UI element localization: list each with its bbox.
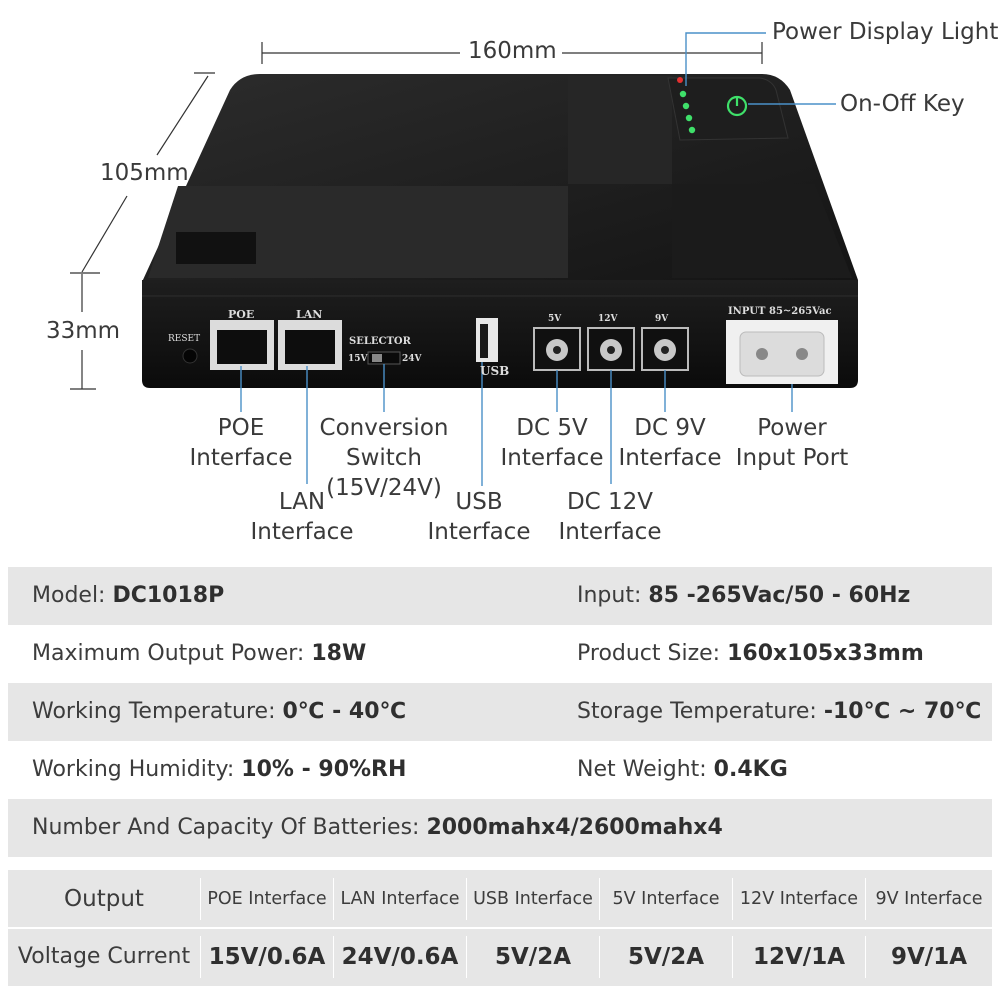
device-label-poe: POE [228, 308, 255, 321]
device-label-lan: LAN [296, 308, 323, 321]
output-value: 5V/2A [627, 944, 704, 970]
output-value: 9V/1A [890, 944, 967, 970]
output-column-header: POE Interface [207, 889, 327, 909]
output-header-label: Output [64, 886, 144, 912]
device-label-12v: 12V [598, 314, 618, 324]
product-diagram [70, 32, 858, 486]
callout-dc5v-interface: DC 5V Interface [500, 415, 604, 471]
callout-lines [240, 32, 836, 486]
output-row-label: Voltage Current [17, 944, 191, 969]
device-label-5v: 5V [548, 314, 562, 324]
table-divider [8, 927, 992, 929]
output-value: 5V/2A [494, 944, 571, 970]
device-label-9v: 9V [655, 314, 669, 324]
callout-on-off-key: On-Off Key [840, 91, 965, 117]
output-column-header: 9V Interface [875, 889, 983, 909]
dimension-height: 33mm [46, 318, 121, 344]
device-label-15v: 15V [348, 354, 368, 364]
callout-usb-interface: USB Interface [427, 489, 531, 545]
device-label-selector: SELECTOR [349, 336, 411, 347]
callout-conversion-switch: Conversion Switch (15V/24V) [319, 415, 449, 501]
spec-row: Model: DC1018P Input: 85 -265Vac/50 - 60… [8, 567, 992, 625]
device-label-input: INPUT 85~265Vac [728, 306, 832, 317]
callout-lan-interface: LAN Interface [250, 489, 354, 545]
output-column-header: 12V Interface [739, 889, 859, 909]
dimension-depth: 105mm [100, 160, 189, 186]
callout-dc9v-interface: DC 9V Interface [618, 415, 722, 471]
spec-row: Working Humidity: 10% - 90%RH Net Weight… [32, 757, 788, 782]
device-label-usb: USB [480, 364, 510, 378]
callout-poe-interface: POE Interface [189, 415, 293, 471]
output-column-header: 5V Interface [612, 889, 720, 909]
dimension-lines [70, 42, 763, 390]
output-value: 15V/0.6A [208, 944, 326, 970]
output-column-header: LAN Interface [340, 889, 460, 909]
output-header-row: Output POE Interface LAN Interface USB I… [8, 870, 992, 928]
device-label-reset: RESET [168, 334, 201, 344]
callout-dc12v-interface: DC 12V Interface [558, 489, 662, 545]
output-column-header: USB Interface [473, 889, 593, 909]
callout-power-input-port: Power Input Port [735, 415, 849, 471]
output-value-row: Voltage Current 15V/0.6A 24V/0.6A 5V/2A … [8, 928, 992, 986]
output-value: 12V/1A [752, 944, 845, 970]
spec-row: Maximum Output Power: 18W Product Size: … [32, 641, 924, 666]
device-label-24v: 24V [402, 354, 422, 364]
power-key [726, 95, 748, 117]
spec-row: Working Temperature: 0℃ - 40℃ Storage Te… [8, 683, 992, 741]
spec-row: Number And Capacity Of Batteries: 2000ma… [8, 799, 992, 857]
output-value: 24V/0.6A [341, 944, 459, 970]
indicator-leds [677, 77, 696, 134]
callout-power-display-light: Power Display Light [772, 19, 999, 45]
dimension-width: 160mm [468, 38, 557, 64]
